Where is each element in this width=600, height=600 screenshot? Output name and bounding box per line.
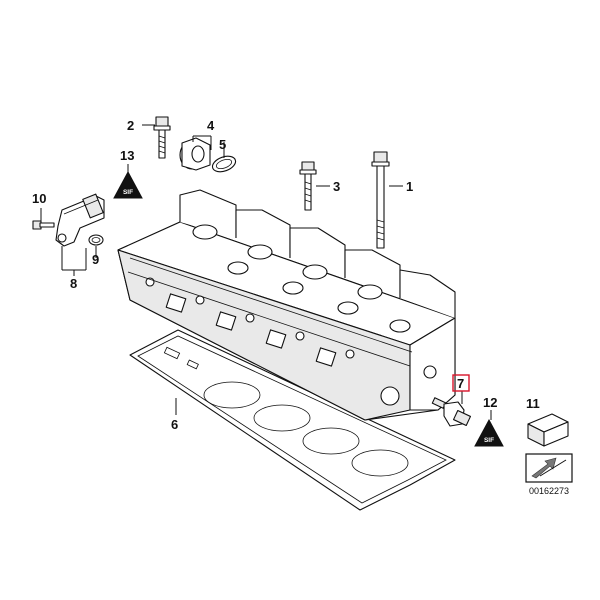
warning-triangle-icon: SIF: [474, 418, 504, 447]
callout-6: 6: [171, 417, 178, 432]
cylinder-head: [117, 189, 456, 421]
callout-7-highlight: [452, 374, 470, 392]
callout-3: 3: [333, 179, 340, 194]
bolt-1: [371, 151, 390, 249]
warning-symbol-label: SIF: [123, 189, 133, 196]
warning-triangle-icon: SIF: [113, 170, 143, 199]
leader-lines: [40, 124, 492, 420]
part-number-label: 00162273: [529, 486, 569, 496]
bolt-3: [299, 161, 317, 211]
callout-1: 1: [406, 179, 413, 194]
plug-4: [179, 137, 211, 171]
callout-10: 10: [32, 191, 46, 206]
seal-9: [88, 234, 104, 246]
sensor-assembly-8: [55, 193, 105, 247]
callout-11: 11: [526, 396, 540, 411]
grease-pack-icon: [527, 413, 569, 447]
callout-7: 7: [457, 376, 464, 391]
callout-5: 5: [219, 137, 226, 152]
callout-9: 9: [92, 252, 99, 267]
callout-8: 8: [70, 276, 77, 291]
warning-symbol-label: SIF: [484, 437, 494, 444]
callout-13: 13: [120, 148, 134, 163]
bolt-2: [153, 116, 171, 159]
callout-2: 2: [127, 118, 134, 133]
head-gasket: [129, 329, 456, 511]
arrow-reference-icon: [525, 453, 573, 483]
bolt-10: [32, 220, 55, 230]
o-ring-5: [211, 155, 237, 173]
callout-4: 4: [207, 118, 215, 133]
callout-labels: 1 2 3 4 5 6 7 8 9 10 11 12 13: [32, 118, 540, 432]
temperature-sensor-7: [431, 397, 472, 427]
callout-12: 12: [483, 395, 497, 410]
